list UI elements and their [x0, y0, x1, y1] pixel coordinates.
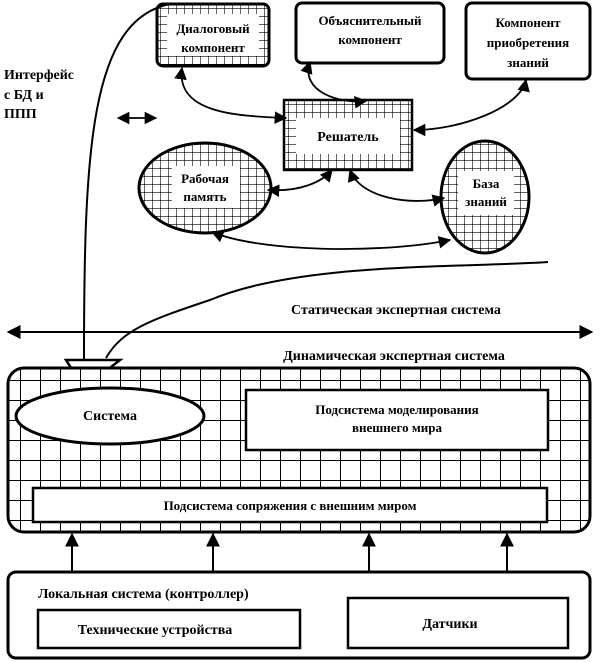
modeling-subsystem-label-1: Подсистема моделирования — [315, 402, 478, 417]
explain-component-box: Объяснительный компонент — [294, 1, 446, 65]
modeling-subsystem-label-2: внешнего мира — [352, 420, 442, 435]
system-label: Система — [83, 409, 137, 424]
interface-label-2: с БД и — [4, 88, 44, 103]
memory-kb-arrow — [210, 230, 452, 250]
knowledge-acquisition-box: Компонент приобретения знаний — [464, 1, 592, 81]
explain-solver-arrow — [300, 60, 368, 109]
static-connections — [174, 60, 530, 250]
interface-subsystem-label: Подсистема сопряжения с внешним миром — [164, 498, 417, 513]
explain-component-label-1: Объяснительный — [318, 13, 422, 28]
dialog-component-label-1: Диалоговый — [176, 21, 250, 36]
working-memory-label-2: память — [183, 189, 226, 204]
interface-line — [83, 3, 171, 361]
working-memory-ellipse: Рабочая память — [137, 141, 273, 235]
solver-kb-arrow — [347, 168, 446, 207]
memory-solver-arrow — [266, 169, 333, 197]
sensors-label: Датчики — [422, 617, 477, 632]
system-ellipse: Система — [14, 386, 206, 446]
interface-label-1: Интерфейс — [4, 68, 74, 83]
knowledge-base-label-1: База — [473, 176, 500, 191]
interface-subsystem-box: Подсистема сопряжения с внешним миром — [31, 486, 549, 524]
technical-devices-label: Технические устройства — [78, 623, 233, 638]
static-es-label: Статическая экспертная система — [291, 303, 501, 318]
interface-label: Интерфейс с БД и ППП — [4, 68, 74, 122]
interface-label-3: ППП — [4, 107, 37, 122]
dialog-solver-arrow — [174, 66, 288, 124]
explain-component-label-2: компонент — [338, 32, 402, 47]
knowledge-base-ellipse: База знаний — [439, 139, 531, 255]
solver-label: Решатель — [317, 130, 379, 145]
working-memory-label-1: Рабочая — [181, 171, 229, 186]
knowledge-acq-label-3: знаний — [507, 55, 549, 70]
knowledge-base-label-2: знаний — [465, 194, 507, 209]
technical-devices-box: Технические устройства — [36, 608, 302, 650]
dialog-component-box: Диалоговый компонент — [155, 2, 271, 68]
solver-box: Решатель — [282, 98, 414, 172]
local-system-label: Локальная система (контроллер) — [38, 587, 249, 602]
acq-solver-arrow — [412, 78, 530, 137]
modeling-subsystem-box: Подсистема моделирования внешнего мира — [244, 388, 550, 452]
dialog-component-label-2: компонент — [181, 40, 245, 55]
dynamic-es-label: Динамическая экспертная система — [283, 349, 505, 364]
knowledge-acq-label-2: приобретения — [487, 35, 569, 50]
knowledge-acq-label-1: Компонент — [495, 15, 561, 30]
sensors-box: Датчики — [346, 596, 570, 650]
